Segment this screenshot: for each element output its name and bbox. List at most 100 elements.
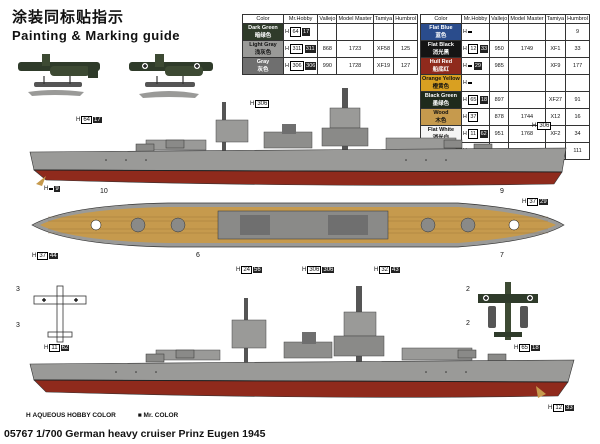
callout-7: H 24 56 <box>236 266 262 274</box>
callout-h: H <box>32 253 37 259</box>
col-modelmaster: Model Master <box>336 14 374 24</box>
callout-1: H 64 17 <box>76 116 102 124</box>
callout-hobby-code: 12 <box>553 404 565 412</box>
tamiya-code: XF9 <box>544 57 567 75</box>
col-humbrol: Humbrol <box>393 14 418 24</box>
model-master-code: 1728 <box>336 57 374 75</box>
tamiya-code: XF58 <box>372 40 395 58</box>
humbrol-code: 127 <box>393 57 418 75</box>
legend-mrcolor-text: ■ Mr. COLOR <box>137 412 179 419</box>
color-name-cn: 蓝色 <box>435 33 447 39</box>
part-number-7: 7 <box>500 252 504 259</box>
callout-color-code: 306 <box>322 267 335 273</box>
callout-h: H <box>548 405 553 411</box>
callout-hobby-code: 306 <box>537 122 552 130</box>
callout-hobby-code: 306 <box>255 100 270 108</box>
callout-hobby-code: 64 <box>81 116 93 124</box>
mrhobby-code: H 12 33 <box>460 40 491 58</box>
vallejo-code: 868 <box>317 40 338 58</box>
callout-hobby-code: 24 <box>241 266 253 274</box>
callout-hobby-code: 32 <box>379 266 391 274</box>
col-mrhobby: Mr.Hobby <box>282 14 319 24</box>
color-name: Light Gray <box>249 42 277 48</box>
humbrol-code: 177 <box>565 57 590 75</box>
callout-hobby-code: 11 <box>49 344 60 352</box>
callout-color-code: 29 <box>539 199 548 205</box>
mrhobby-code: H <box>460 23 491 41</box>
callout-h: H <box>522 199 527 205</box>
callout-8: H 306 306 <box>302 266 335 274</box>
callout-3: H 306 <box>532 122 552 130</box>
callout-hobby-code <box>49 188 54 190</box>
ship-side-view-lower <box>29 286 575 398</box>
color-swatch: Orange Yellow 橙黄色 <box>420 74 462 92</box>
col-vallejo: Vallejo <box>489 14 510 24</box>
color-name-cn: 暗绿色 <box>254 33 272 39</box>
paint-table-right-header: Color Mr.Hobby Vallejo Model Master Tami… <box>420 14 590 24</box>
callout-color-code: 62 <box>60 345 70 351</box>
callout-h: H <box>374 267 379 273</box>
part-number-2b: 2 <box>466 320 470 327</box>
callout-h: H <box>302 267 307 273</box>
mrhobby-code: H 64 17 <box>282 23 319 41</box>
aircraft-plan-view-left <box>33 285 87 343</box>
callout-h: H <box>76 117 81 123</box>
color-name: Flat White <box>427 127 455 133</box>
kit-title: 05767 1/700 German heavy cruiser Prinz E… <box>4 428 266 440</box>
color-name-cn: 浅灰色 <box>254 50 272 56</box>
model-master-code <box>508 23 546 41</box>
part-number-9: 9 <box>500 188 504 195</box>
model-master-code: 1749 <box>508 40 546 58</box>
callout-hobby-code: 306 <box>307 266 322 274</box>
part-number-3b: 3 <box>16 322 20 329</box>
humbrol-code: 34 <box>565 125 590 143</box>
col-color: Color <box>420 14 462 24</box>
color-name-cn: 木色 <box>435 118 447 124</box>
color-name: Flat Blue <box>429 25 453 31</box>
aircraft-top-view-2 <box>129 54 213 98</box>
page-title-cn: 涂装同标贴指示 <box>12 9 125 26</box>
page-title-en: Painting & Marking guide <box>12 28 181 43</box>
color-name-cn: 灰色 <box>257 67 269 73</box>
color-name-cn: 橙黄色 <box>432 84 450 90</box>
ship-side-view-upper <box>29 88 567 186</box>
vallejo-code: 985 <box>489 57 510 75</box>
callout-color-code: 9 <box>54 186 60 192</box>
callout-h: H <box>236 267 241 273</box>
tamiya-code <box>544 23 567 41</box>
color-name-cn: 船底红 <box>432 67 450 73</box>
callout-hobby-code: 37 <box>37 252 49 260</box>
callout-color-code: 33 <box>565 405 574 411</box>
callout-9: H 32 43 <box>374 266 400 274</box>
part-number-2a: 2 <box>466 286 470 293</box>
color-name: Hull Red <box>429 59 453 65</box>
color-name: Orange Yellow <box>422 76 460 82</box>
callout-color-code: 17 <box>93 117 102 123</box>
color-swatch: Light Gray 浅灰色 <box>242 40 284 58</box>
color-name: Flat Black <box>427 42 454 48</box>
vallejo-code: 990 <box>317 57 338 75</box>
ship-top-view <box>31 202 565 248</box>
callout-h: H <box>532 123 537 129</box>
callout-hobby-code: 37 <box>527 198 539 206</box>
legend-aqueous: H AQUEOUS HOBBY COLOR <box>26 412 116 419</box>
callout-color-code: 44 <box>49 253 58 259</box>
callout-4: H 9 <box>44 186 60 192</box>
tamiya-code: XF27 <box>544 91 567 109</box>
col-vallejo: Vallejo <box>317 14 338 24</box>
tamiya-code: XF19 <box>372 57 395 75</box>
callout-12: H 12 33 <box>548 404 574 412</box>
callout-6: H 37 44 <box>32 252 58 260</box>
tamiya-code: XF1 <box>544 40 567 58</box>
col-color: Color <box>242 14 284 24</box>
callout-h: H <box>44 345 49 351</box>
col-tamiya: Tamiya <box>372 14 395 24</box>
humbrol-code: 33 <box>565 40 590 58</box>
